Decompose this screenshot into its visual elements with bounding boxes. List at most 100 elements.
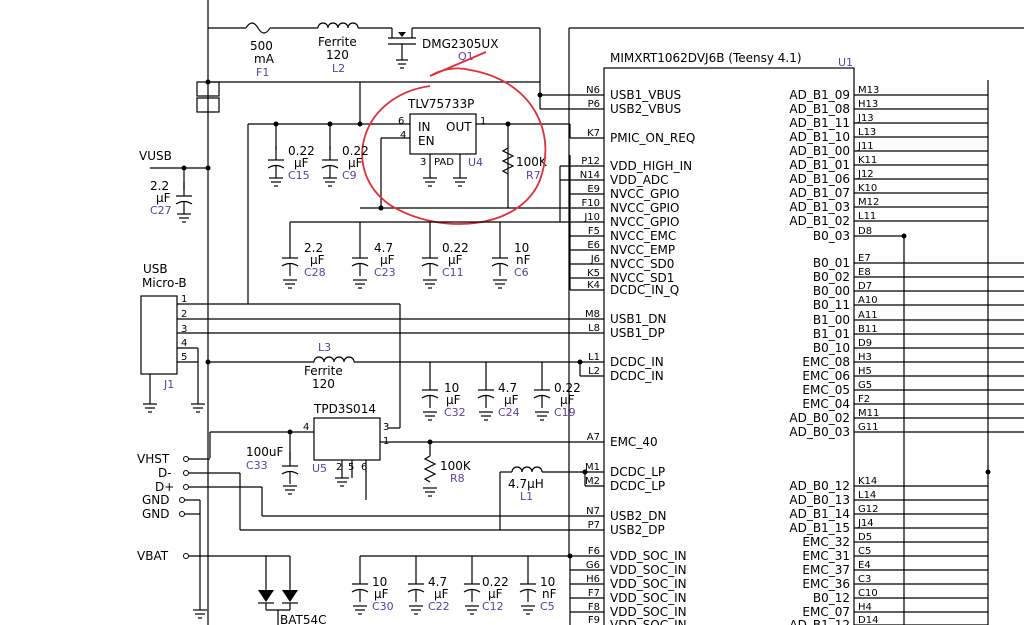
mcu-right-pin-name: AD_B1_01 xyxy=(789,158,850,172)
cap-group-top xyxy=(247,121,363,304)
j1-pin1: 1 xyxy=(181,294,187,305)
mcu-right-pin-name: EMC_32 xyxy=(802,535,850,549)
mcu-left-pin-name: DCDC_LP xyxy=(610,465,665,479)
net-labels: VHST D- D+ GND GND VBAT xyxy=(137,452,604,625)
l3-line1: Ferrite xyxy=(304,364,343,378)
u4-ref: U4 xyxy=(468,156,483,169)
net-gnd2: GND xyxy=(142,507,170,521)
u5-pin6: 6 xyxy=(361,462,367,473)
mcu-left-pin-name: VDD_HIGH_IN xyxy=(610,159,692,173)
mcu-left-pin-number: F8 xyxy=(588,602,600,613)
mcu-right-pin-number: J12 xyxy=(857,169,874,180)
mcu-right-pin-number: H13 xyxy=(858,99,878,110)
mcu-right-pin-name: EMC_04 xyxy=(802,397,850,411)
l3-ref: L3 xyxy=(318,341,331,354)
mcu-right-pin-number: L14 xyxy=(858,490,876,501)
l1-ref: L1 xyxy=(520,490,533,503)
mcu-right-pin-number: F2 xyxy=(858,394,870,405)
cap-c23-unit: µF xyxy=(380,253,395,267)
cap-c6-unit: nF xyxy=(516,253,531,267)
cap-c12-ref: C12 xyxy=(482,600,504,613)
cap-c15-value: 0.22 xyxy=(288,144,315,158)
mcu-right-pin-name: EMC_36 xyxy=(802,577,850,591)
mcu-left-pin-number: F10 xyxy=(582,198,600,209)
mcu-left-pin-name: VDD_SOC_IN xyxy=(610,577,687,591)
cap-c28-unit: µF xyxy=(310,253,325,267)
mcu-left-pin-name: NVCC_SD0 xyxy=(610,257,674,271)
mcu-left-pin-name: NVCC_GPIO xyxy=(610,201,679,215)
mcu-right-pin-name: AD_B1_10 xyxy=(789,130,850,144)
cap-c11-ref: C11 xyxy=(442,266,464,279)
j1-line1: USB xyxy=(143,262,168,276)
mcu-left-pin-name: NVCC_GPIO xyxy=(610,187,679,201)
mcu-right-pin-name: AD_B1_11 xyxy=(789,116,850,130)
ferrite-l3-symbol xyxy=(313,356,355,363)
mcu-right-pin-number: E4 xyxy=(858,560,871,571)
mcu-left-pin-name: NVCC_SD1 xyxy=(610,271,674,285)
mcu-right-pin-name: EMC_06 xyxy=(802,369,850,383)
cap-c33-value: 100uF xyxy=(246,445,284,459)
mcu-right-pin-number: B11 xyxy=(858,324,878,335)
net-dplus: D+ xyxy=(155,480,174,494)
mcu-right-pin-name: AD_B1_00 xyxy=(789,144,850,158)
u4-pin1: 1 xyxy=(480,116,486,127)
mcu-right-pin-name: AD_B1_02 xyxy=(789,214,850,228)
mcu-left-pin-number: F6 xyxy=(588,546,600,557)
u4-in: IN xyxy=(418,120,431,134)
u4-en: EN xyxy=(418,134,435,148)
mcu-left-pin-number: K4 xyxy=(587,280,600,291)
mcu-right-pin-number: H4 xyxy=(858,602,872,613)
mcu-right-pin-number: A11 xyxy=(858,310,878,321)
mcu-right-pin-number: C10 xyxy=(858,588,878,599)
mcu-left-pin-name: VDD_ADC xyxy=(610,173,669,187)
l2-line2: 120 xyxy=(326,48,349,62)
u5-pin2: 2 xyxy=(336,462,342,473)
net-gnd1: GND xyxy=(142,493,170,507)
mcu-left-pin-name: DCDC_IN_Q xyxy=(610,283,679,297)
mcu-left-pin-name: USB2_DN xyxy=(610,509,666,523)
mcu-right-pin-number: M13 xyxy=(858,85,879,96)
mcu-right-pin-name: AD_B1_14 xyxy=(789,507,850,521)
u4-out: OUT xyxy=(446,120,472,134)
mcu-left-pin-number: E9 xyxy=(587,184,600,195)
mcu-right-pin-number: A10 xyxy=(858,295,878,306)
mcu-right-pin-name: B0_12 xyxy=(813,591,850,605)
mcu-right-pin-name: AD_B1_07 xyxy=(789,186,850,200)
mcu-left-pin-number: M1 xyxy=(585,462,600,473)
mcu-right-pin-name: EMC_07 xyxy=(802,605,850,619)
usb-switch-u5: TPD3S014 U5 4 3 1 2 5 6 xyxy=(210,402,604,500)
cap-c5-unit: nF xyxy=(542,587,557,601)
mcu-left-pin-name: VDD_SOC_IN xyxy=(610,563,687,577)
cap-c9-ref: C9 xyxy=(342,169,357,182)
highlight-annotation xyxy=(361,51,547,225)
mcu-right-pin-number: M11 xyxy=(858,408,879,419)
cap-c11-value: 0.22 xyxy=(442,241,469,255)
net-vusb: VUSB xyxy=(139,149,172,163)
j1-pin5: 5 xyxy=(181,352,187,363)
mcu-left-pin-number: A7 xyxy=(587,432,600,443)
cap-c12-unit: µF xyxy=(488,587,503,601)
mcu-left-pin-number: P12 xyxy=(581,156,600,167)
cap-c5-ref: C5 xyxy=(540,600,555,613)
mcu-right-pin-name: AD_B1_09 xyxy=(789,88,850,102)
mcu-right-pin-name: AD_B1_08 xyxy=(789,102,850,116)
u5-pin3: 3 xyxy=(383,422,389,433)
mcu-left-pin-name: VDD_SOC_IN xyxy=(610,618,687,625)
capacitors: 0.22µFC150.22µFC92.2µFC272.2µFC284.7µFC2… xyxy=(150,144,581,613)
r8-value: 100K xyxy=(440,459,472,473)
j1-ref: J1 xyxy=(163,378,174,391)
cap-c24-value: 4.7 xyxy=(498,381,517,395)
resistor-r8-symbol xyxy=(423,455,437,483)
mcu-left-pin-number: M8 xyxy=(585,309,600,320)
cap-c11-unit: µF xyxy=(448,253,463,267)
mcu-right-pin-name: B0_00 xyxy=(813,284,850,298)
mcu-right-pin-number: K14 xyxy=(858,476,877,487)
mcu-left-pin-name: DCDC_IN xyxy=(610,369,664,383)
mcu-right-pin-number: D9 xyxy=(858,338,872,349)
mcu-right-pin-name: B1_01 xyxy=(813,327,850,341)
mcu-left-pin-number: L8 xyxy=(588,323,600,334)
cap-c19-value: 0.22 xyxy=(554,381,581,395)
diode-ref: BAT54C xyxy=(280,613,327,625)
mcu-left-pin-number: P7 xyxy=(588,520,600,531)
